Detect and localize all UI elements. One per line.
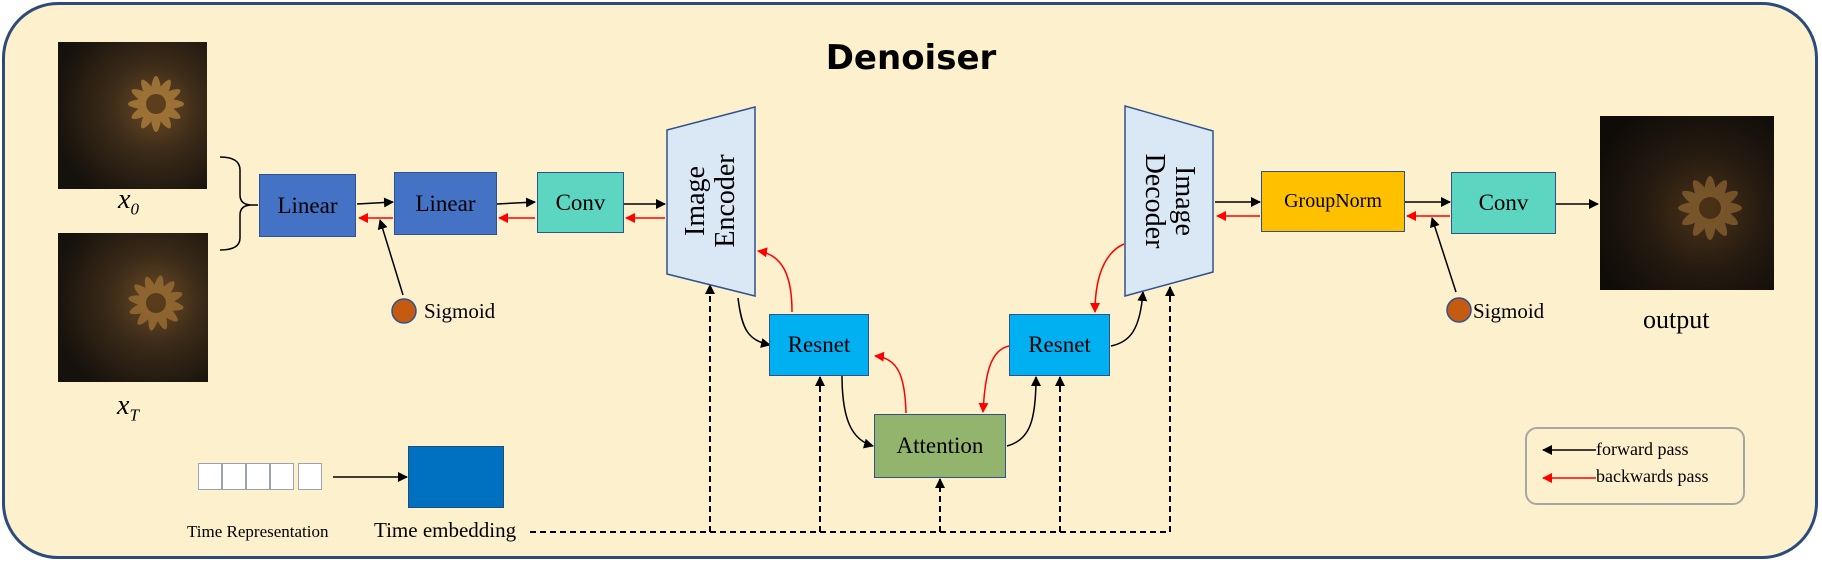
resnet-right-block: Resnet — [1009, 314, 1110, 376]
resnet-left-block: Resnet — [769, 314, 869, 376]
arrow-sigmoid-left — [377, 219, 404, 296]
time-vector-cell — [246, 463, 270, 490]
arrow-resnet-decoder — [1110, 291, 1148, 347]
diagram-title: Denoiser — [825, 38, 997, 78]
input-brace — [219, 156, 253, 251]
time-vector-cell — [298, 463, 322, 490]
legend-forward-label: forward pass — [1596, 439, 1689, 459]
output-image — [1600, 116, 1774, 290]
xT-label: xT — [117, 390, 139, 425]
time-vector-cell — [198, 463, 222, 490]
arrow-sigmoid-right — [1430, 217, 1457, 293]
sigmoid-left-dot — [391, 298, 417, 324]
linear-block-1: Linear — [259, 174, 356, 237]
image-encoder-shape — [666, 106, 756, 297]
output-label: output — [1643, 305, 1710, 334]
back-attention-resnet — [874, 351, 907, 414]
attention-block: Attention — [874, 414, 1006, 478]
arrow-encoder-resnet — [737, 297, 771, 348]
sigmoid-right-label: Sigmoid — [1473, 299, 1545, 323]
arrow-resnet-attention — [841, 374, 874, 449]
back-resnet-encoder — [757, 247, 793, 313]
sigmoid-right-dot — [1446, 297, 1472, 323]
time-vector-cell — [270, 463, 294, 490]
xT-image — [58, 233, 208, 382]
arrow-attention-resnet — [1006, 376, 1041, 447]
x0-image — [58, 42, 207, 189]
arrow-linear2-conv — [496, 197, 536, 208]
time-embedding-label: Time embedding — [374, 518, 517, 542]
legend — [1525, 427, 1745, 505]
sigmoid-left-label: Sigmoid — [424, 299, 496, 323]
image-decoder-shape — [1124, 105, 1214, 297]
groupnorm-block: GroupNorm — [1261, 171, 1405, 232]
conv-out-block: Conv — [1451, 172, 1556, 234]
linear-block-2: Linear — [394, 172, 497, 235]
time-embedding-block — [408, 446, 504, 508]
arrow-linear1-linear2 — [356, 197, 394, 208]
back-decoder-resnet — [1090, 243, 1125, 313]
legend-backward-label: backwards pass — [1596, 466, 1709, 486]
x0-label: x0 — [118, 184, 139, 219]
back-resnet-attention — [978, 345, 1010, 413]
conv-in-block: Conv — [537, 172, 624, 233]
time-vector-cell — [222, 463, 246, 490]
time-representation-label: Time Representation — [187, 522, 329, 541]
